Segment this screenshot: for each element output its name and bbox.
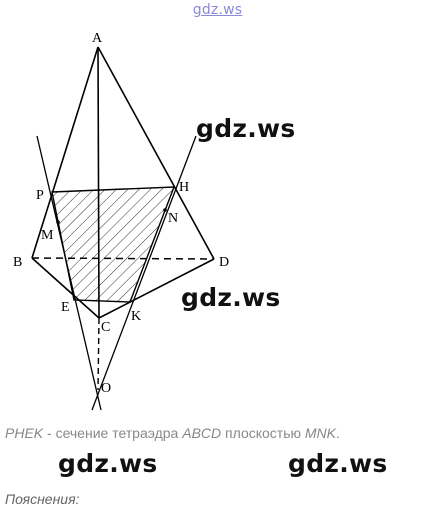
caption-text-1: - сечение тетраэдра (43, 425, 183, 441)
caption-period: . (336, 425, 340, 441)
edge-cd (98, 258, 215, 319)
label-p: P (36, 188, 44, 203)
point-n-dot (163, 208, 167, 212)
watermark-2: gdz.ws (181, 283, 281, 312)
watermark-4: gdz.ws (288, 449, 388, 478)
line-hk-extended (91, 135, 197, 411)
figure-caption: PHEK - сечение тетраэдра ABCD плоскостью… (5, 425, 340, 441)
label-a: A (92, 31, 103, 46)
watermark-3: gdz.ws (58, 449, 158, 478)
caption-section-name: PHEK (5, 425, 44, 441)
label-e: E (61, 300, 70, 315)
label-o: O (101, 381, 111, 396)
label-d: D (219, 255, 229, 270)
point-m-dot (56, 220, 60, 224)
edge-ab (31, 46, 99, 259)
label-k: K (131, 309, 141, 324)
edge-ad (97, 46, 215, 260)
label-h: H (179, 180, 189, 195)
label-b: B (13, 255, 22, 270)
label-n: N (168, 211, 178, 226)
label-c: C (101, 320, 110, 335)
label-m: M (41, 228, 54, 243)
edge-ac (97, 46, 100, 319)
line-co-dashed (97, 317, 100, 391)
section-polygon-phek (51, 186, 176, 303)
tetrahedron-section-figure: A P H M N B D E K C O (13, 31, 229, 411)
explanation-label: Пояснения: (5, 491, 80, 507)
edge-bd-hidden (31, 257, 215, 260)
header-watermark: gdz.ws (192, 2, 243, 18)
caption-text-2: плоскостью (221, 425, 305, 441)
caption-plane-name: MNK (304, 425, 337, 441)
watermark-1: gdz.ws (196, 114, 296, 143)
line-pe-extended (36, 135, 102, 411)
edge-bc (31, 257, 100, 319)
caption-tetrahedron-name: ABCD (182, 425, 222, 441)
